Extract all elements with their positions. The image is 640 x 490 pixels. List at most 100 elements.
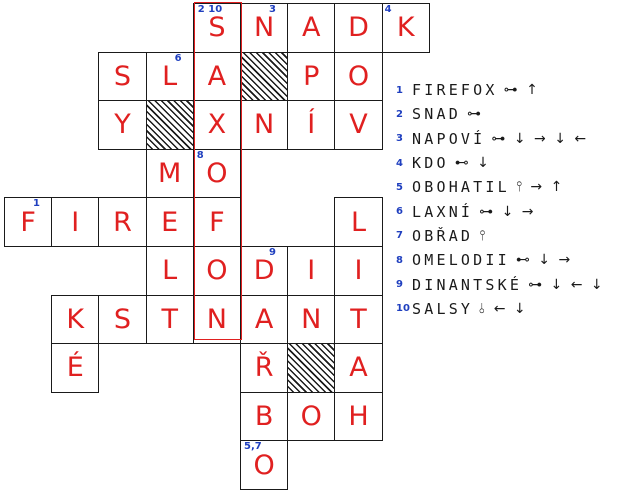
- grid-cell[interactable]: D: [334, 3, 383, 53]
- cell-letter: N: [253, 12, 275, 44]
- grid-cell[interactable]: E: [145, 197, 194, 247]
- clue-list: 1 FIREFOX ⊶ ↑ 2 SNAD ⊶ 3 NAPOVÍ ⊶ ↓ → ↓ …: [396, 78, 640, 321]
- clue-word: FIREFOX: [412, 81, 498, 100]
- clue-number: 2: [396, 108, 403, 120]
- clue-number: 6: [396, 206, 403, 218]
- grid-cell[interactable]: N: [240, 100, 289, 150]
- grid-cell[interactable]: X: [192, 100, 241, 150]
- grid-cell[interactable]: L: [145, 246, 194, 296]
- direction-arrows-icon: ⊷ ↓ →: [515, 252, 573, 269]
- blocked-cell: [240, 51, 289, 102]
- grid-cell[interactable]: É: [51, 343, 100, 393]
- grid-cell[interactable]: I: [51, 197, 100, 247]
- grid-cell[interactable]: A: [192, 51, 241, 102]
- cell-letter: A: [349, 352, 368, 384]
- cell-letter: E: [161, 206, 179, 238]
- clue-number: 3: [396, 133, 403, 145]
- clue-word: KDO: [412, 154, 449, 173]
- blocked-cell: [287, 343, 336, 393]
- clue-word: SNAD: [412, 105, 461, 124]
- direction-arrows-icon: ⫯ → ↑: [515, 179, 565, 196]
- grid-cell[interactable]: O: [192, 246, 241, 296]
- grid-cell[interactable]: Ř: [240, 343, 289, 393]
- grid-cell[interactable]: A: [334, 343, 383, 393]
- direction-arrows-icon: ⊶ ↓ ← ↓: [528, 276, 605, 293]
- cell-letter: N: [206, 303, 227, 335]
- grid-cell[interactable]: K: [51, 294, 100, 345]
- grid-cell[interactable]: N: [287, 294, 336, 345]
- cell-letter: O: [206, 158, 228, 190]
- blocked-cell: [145, 100, 194, 150]
- clue-item: 6 LAXNÍ ⊶ ↓ →: [396, 199, 640, 223]
- direction-arrows-icon: ⊶ ↓ →: [479, 203, 536, 220]
- clue-item: 10 SALSY ⫰ ← ↓: [396, 297, 640, 321]
- grid-cell[interactable]: L: [334, 197, 383, 247]
- cell-letter: O: [206, 255, 228, 287]
- cell-clue-number: 1: [33, 198, 40, 210]
- cell-letter: É: [66, 352, 84, 384]
- direction-arrows-icon: ⊶ ↑: [503, 82, 540, 99]
- grid-cell[interactable]: A: [287, 3, 336, 53]
- grid-cell[interactable]: I: [334, 246, 383, 296]
- cell-letter: M: [158, 158, 182, 190]
- clue-item: 7 OBŘAD ⫯: [396, 224, 640, 248]
- cell-letter: H: [348, 401, 369, 433]
- cell-letter: N: [253, 109, 275, 141]
- direction-arrows-icon: ⊶: [466, 106, 483, 123]
- grid-cell[interactable]: S: [98, 294, 147, 345]
- cell-clue-number: 9: [269, 247, 276, 258]
- grid-cell[interactable]: H: [334, 391, 383, 442]
- cell-clue-number: 8: [196, 149, 204, 161]
- clue-word: OBŘAD: [412, 226, 474, 245]
- clue-word: NAPOVÍ: [412, 129, 486, 148]
- grid-cell[interactable]: T: [334, 294, 383, 345]
- direction-arrows-icon: ⊷ ↓: [454, 155, 491, 172]
- grid-cell[interactable]: B: [240, 391, 289, 442]
- grid-cell[interactable]: O: [287, 391, 336, 442]
- clue-number: 8: [396, 254, 403, 266]
- grid-cell[interactable]: Y: [98, 100, 147, 150]
- direction-arrows-icon: ⊶ ↓ → ↓ ←: [491, 130, 589, 147]
- grid-cell[interactable]: Í: [287, 100, 336, 150]
- cell-letter: I: [71, 206, 80, 238]
- cell-letter: L: [162, 255, 178, 287]
- grid-cell[interactable]: V: [334, 100, 383, 150]
- grid-cell[interactable]: P: [287, 51, 336, 102]
- direction-arrows-icon: ⫯: [479, 227, 488, 244]
- cell-letter: T: [161, 303, 178, 335]
- clue-item: 8 OMELODII ⊷ ↓ →: [396, 248, 640, 272]
- clue-item: 3 NAPOVÍ ⊶ ↓ → ↓ ←: [396, 127, 640, 151]
- cell-letter: X: [207, 109, 227, 141]
- clue-number: 4: [396, 157, 403, 169]
- grid-cell[interactable]: N: [192, 294, 241, 345]
- clue-number: 5: [396, 181, 403, 193]
- cell-letter: P: [303, 60, 320, 92]
- cell-letter: S: [208, 12, 226, 44]
- cell-letter: I: [354, 255, 363, 287]
- clue-number: 7: [396, 230, 403, 242]
- grid-cell[interactable]: M: [145, 148, 194, 199]
- grid-cell[interactable]: T: [145, 294, 194, 345]
- cell-letter: L: [350, 206, 366, 238]
- grid-cell[interactable]: A: [240, 294, 289, 345]
- cell-letter: Í: [307, 109, 316, 141]
- grid-cell[interactable]: O: [334, 51, 383, 102]
- grid-cell[interactable]: S: [98, 51, 147, 102]
- cell-clue-number: 4: [384, 4, 392, 15]
- grid-cell[interactable]: R: [98, 197, 147, 247]
- clue-item: 5 OBOHATIL ⫯ → ↑: [396, 175, 640, 199]
- cell-letter: K: [396, 12, 415, 44]
- cell-clue-number: 6: [174, 52, 182, 64]
- grid-cell[interactable]: I: [287, 246, 336, 296]
- clue-item: 4 KDO ⊷ ↓: [396, 151, 640, 175]
- cell-letter: A: [302, 12, 321, 44]
- grid-cell[interactable]: F: [192, 197, 241, 247]
